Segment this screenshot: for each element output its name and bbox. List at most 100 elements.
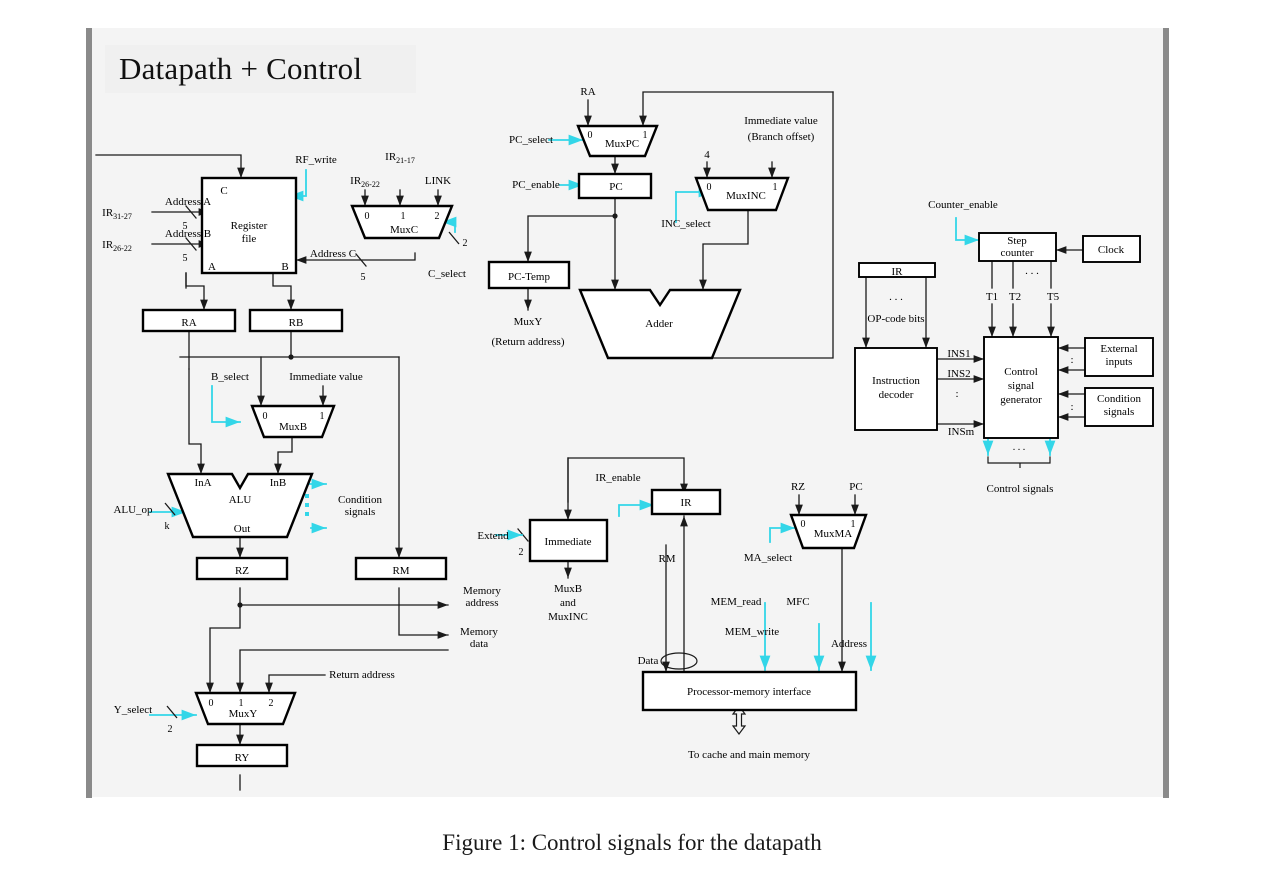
adder-label: Adder	[645, 318, 673, 330]
timing-t5-label: T5	[1047, 291, 1060, 303]
mem-write-label: MEM_write	[725, 626, 780, 638]
wire-adder-feedback	[659, 91, 834, 359]
immediate-label: Immediate	[544, 536, 591, 548]
decoder-vertical-dots: :	[955, 388, 958, 400]
csg-label-line1: Control	[1004, 366, 1038, 378]
timing-t1-label: T1	[986, 291, 998, 303]
muxinc-shape	[694, 176, 790, 212]
slide-title: Datapath + Control	[119, 51, 363, 86]
pc-temp-label: PC-Temp	[508, 271, 551, 283]
external-inputs-dots: :	[1070, 354, 1073, 366]
wire-rm-memory-data	[398, 587, 449, 639]
slide-right-rail	[1163, 28, 1169, 798]
muxinc-label: MuxINC	[726, 190, 766, 202]
clock-label: Clock	[1098, 244, 1125, 256]
ins2-label: INS2	[947, 368, 970, 380]
data-bus-oval	[660, 652, 698, 670]
slide-left-rail	[86, 28, 92, 798]
muxinc-in1-label: 1	[773, 182, 778, 193]
muxb-shape	[250, 404, 336, 439]
junction-rb	[288, 354, 294, 360]
ir-control-box	[858, 262, 936, 278]
wire-memory-data-to-muxy-in1	[236, 649, 449, 694]
step-counter-label-line2: counter	[1001, 247, 1034, 259]
muxinc-in0-label: 0	[707, 182, 712, 193]
condition-signals-label-line1: Condition	[338, 494, 383, 506]
alu-op-width-label: k	[165, 521, 170, 532]
alu-inb-label: InB	[270, 477, 287, 489]
rb-register-box	[248, 308, 344, 333]
pc-temp-out-label-line1: MuxY	[514, 316, 543, 328]
wire-ry-to-regfile-c	[95, 154, 245, 179]
muxinc-src0-label: 4	[704, 149, 710, 161]
slash-address-b	[185, 237, 197, 251]
muxb-in1-label: 1	[320, 411, 325, 422]
immediate-box	[528, 518, 609, 563]
slash-address-a	[185, 205, 197, 219]
mem-read-label: MEM_read	[711, 596, 762, 608]
memory-address-label-line2: address	[466, 597, 499, 609]
c-select-label: C_select	[428, 268, 466, 280]
control-signal-generator-box	[983, 336, 1059, 439]
rf-write-label: RF_write	[295, 154, 337, 166]
muxc-label: MuxC	[390, 224, 418, 236]
pc-temp-box	[487, 260, 571, 290]
condition-signals-box	[1084, 387, 1154, 427]
external-inputs-label-line1: External	[1100, 343, 1137, 355]
extend-width-label: 2	[519, 547, 524, 558]
mfc-label: MFC	[786, 596, 809, 608]
timing-t2-label: T2	[1009, 291, 1021, 303]
step-counter-dots: . . .	[1025, 265, 1039, 277]
wire-ra-to-alu-ina	[188, 368, 205, 475]
muxy-in1-label: 1	[239, 698, 244, 709]
clock-box	[1082, 235, 1141, 263]
muxc-in2-label: 2	[435, 211, 440, 222]
immediate-out-label-line3: MuxINC	[548, 611, 588, 623]
condition-signals-box-label-line2: signals	[1104, 406, 1135, 418]
muxc-src1-label: IR21-17	[385, 151, 415, 165]
ir-26-22-label: IR26-22	[102, 239, 132, 253]
muxc-src0-label: IR26-22	[350, 175, 380, 189]
muxb-in0-label: 0	[263, 411, 268, 422]
ir-memory-box	[650, 488, 722, 516]
muxpc-in1-label: 1	[643, 130, 648, 141]
muxpc-shape	[576, 124, 659, 158]
ra-register-box	[141, 308, 237, 333]
extend-label: Extend	[477, 530, 509, 542]
width-c-label: 5	[361, 272, 366, 283]
alu-ina-label: InA	[194, 477, 211, 489]
external-inputs-box	[1084, 337, 1154, 377]
rm-label: RM	[392, 565, 409, 577]
condition-signals-label-line2: signals	[345, 506, 376, 518]
adder-shape	[578, 288, 742, 360]
csg-out-dots: . . .	[1013, 442, 1026, 453]
figure-caption: Figure 1: Control signals for the datapa…	[442, 830, 822, 855]
counter-enable-label: Counter_enable	[928, 199, 998, 211]
b-select-label: B_select	[211, 371, 249, 383]
muxinc-src1-label-line2: (Branch offset)	[748, 131, 815, 143]
muxy-label: MuxY	[229, 708, 258, 720]
muxpc-src0-label: RA	[580, 86, 595, 98]
slash-c-select	[448, 231, 460, 245]
y-select-label: Y_select	[114, 704, 152, 716]
register-file-label-line1: Register	[231, 220, 268, 232]
address-label: Address	[831, 638, 867, 650]
control-wire-b-select	[211, 385, 241, 428]
wire-muxinc-to-adder	[699, 209, 749, 291]
step-counter-box	[978, 232, 1057, 262]
control-signals-bracket	[987, 456, 1051, 468]
control-signals-output-label: Control signals	[987, 483, 1054, 495]
step-counter-label-line1: Step	[1007, 235, 1027, 247]
processor-memory-interface-box	[641, 670, 858, 712]
ir-control-label: IR	[892, 266, 904, 278]
muxc-in0-label: 0	[365, 211, 370, 222]
regfile-port-c-label: C	[220, 185, 227, 197]
ins1-label: INS1	[947, 348, 970, 360]
data-label: Data	[638, 655, 659, 667]
rm-source-label: RM	[658, 553, 675, 565]
muxy-in0-label: 0	[209, 698, 214, 709]
immediate-out-label-line2: and	[560, 597, 576, 609]
muxma-shape	[789, 513, 868, 550]
muxb-label: MuxB	[279, 421, 307, 433]
